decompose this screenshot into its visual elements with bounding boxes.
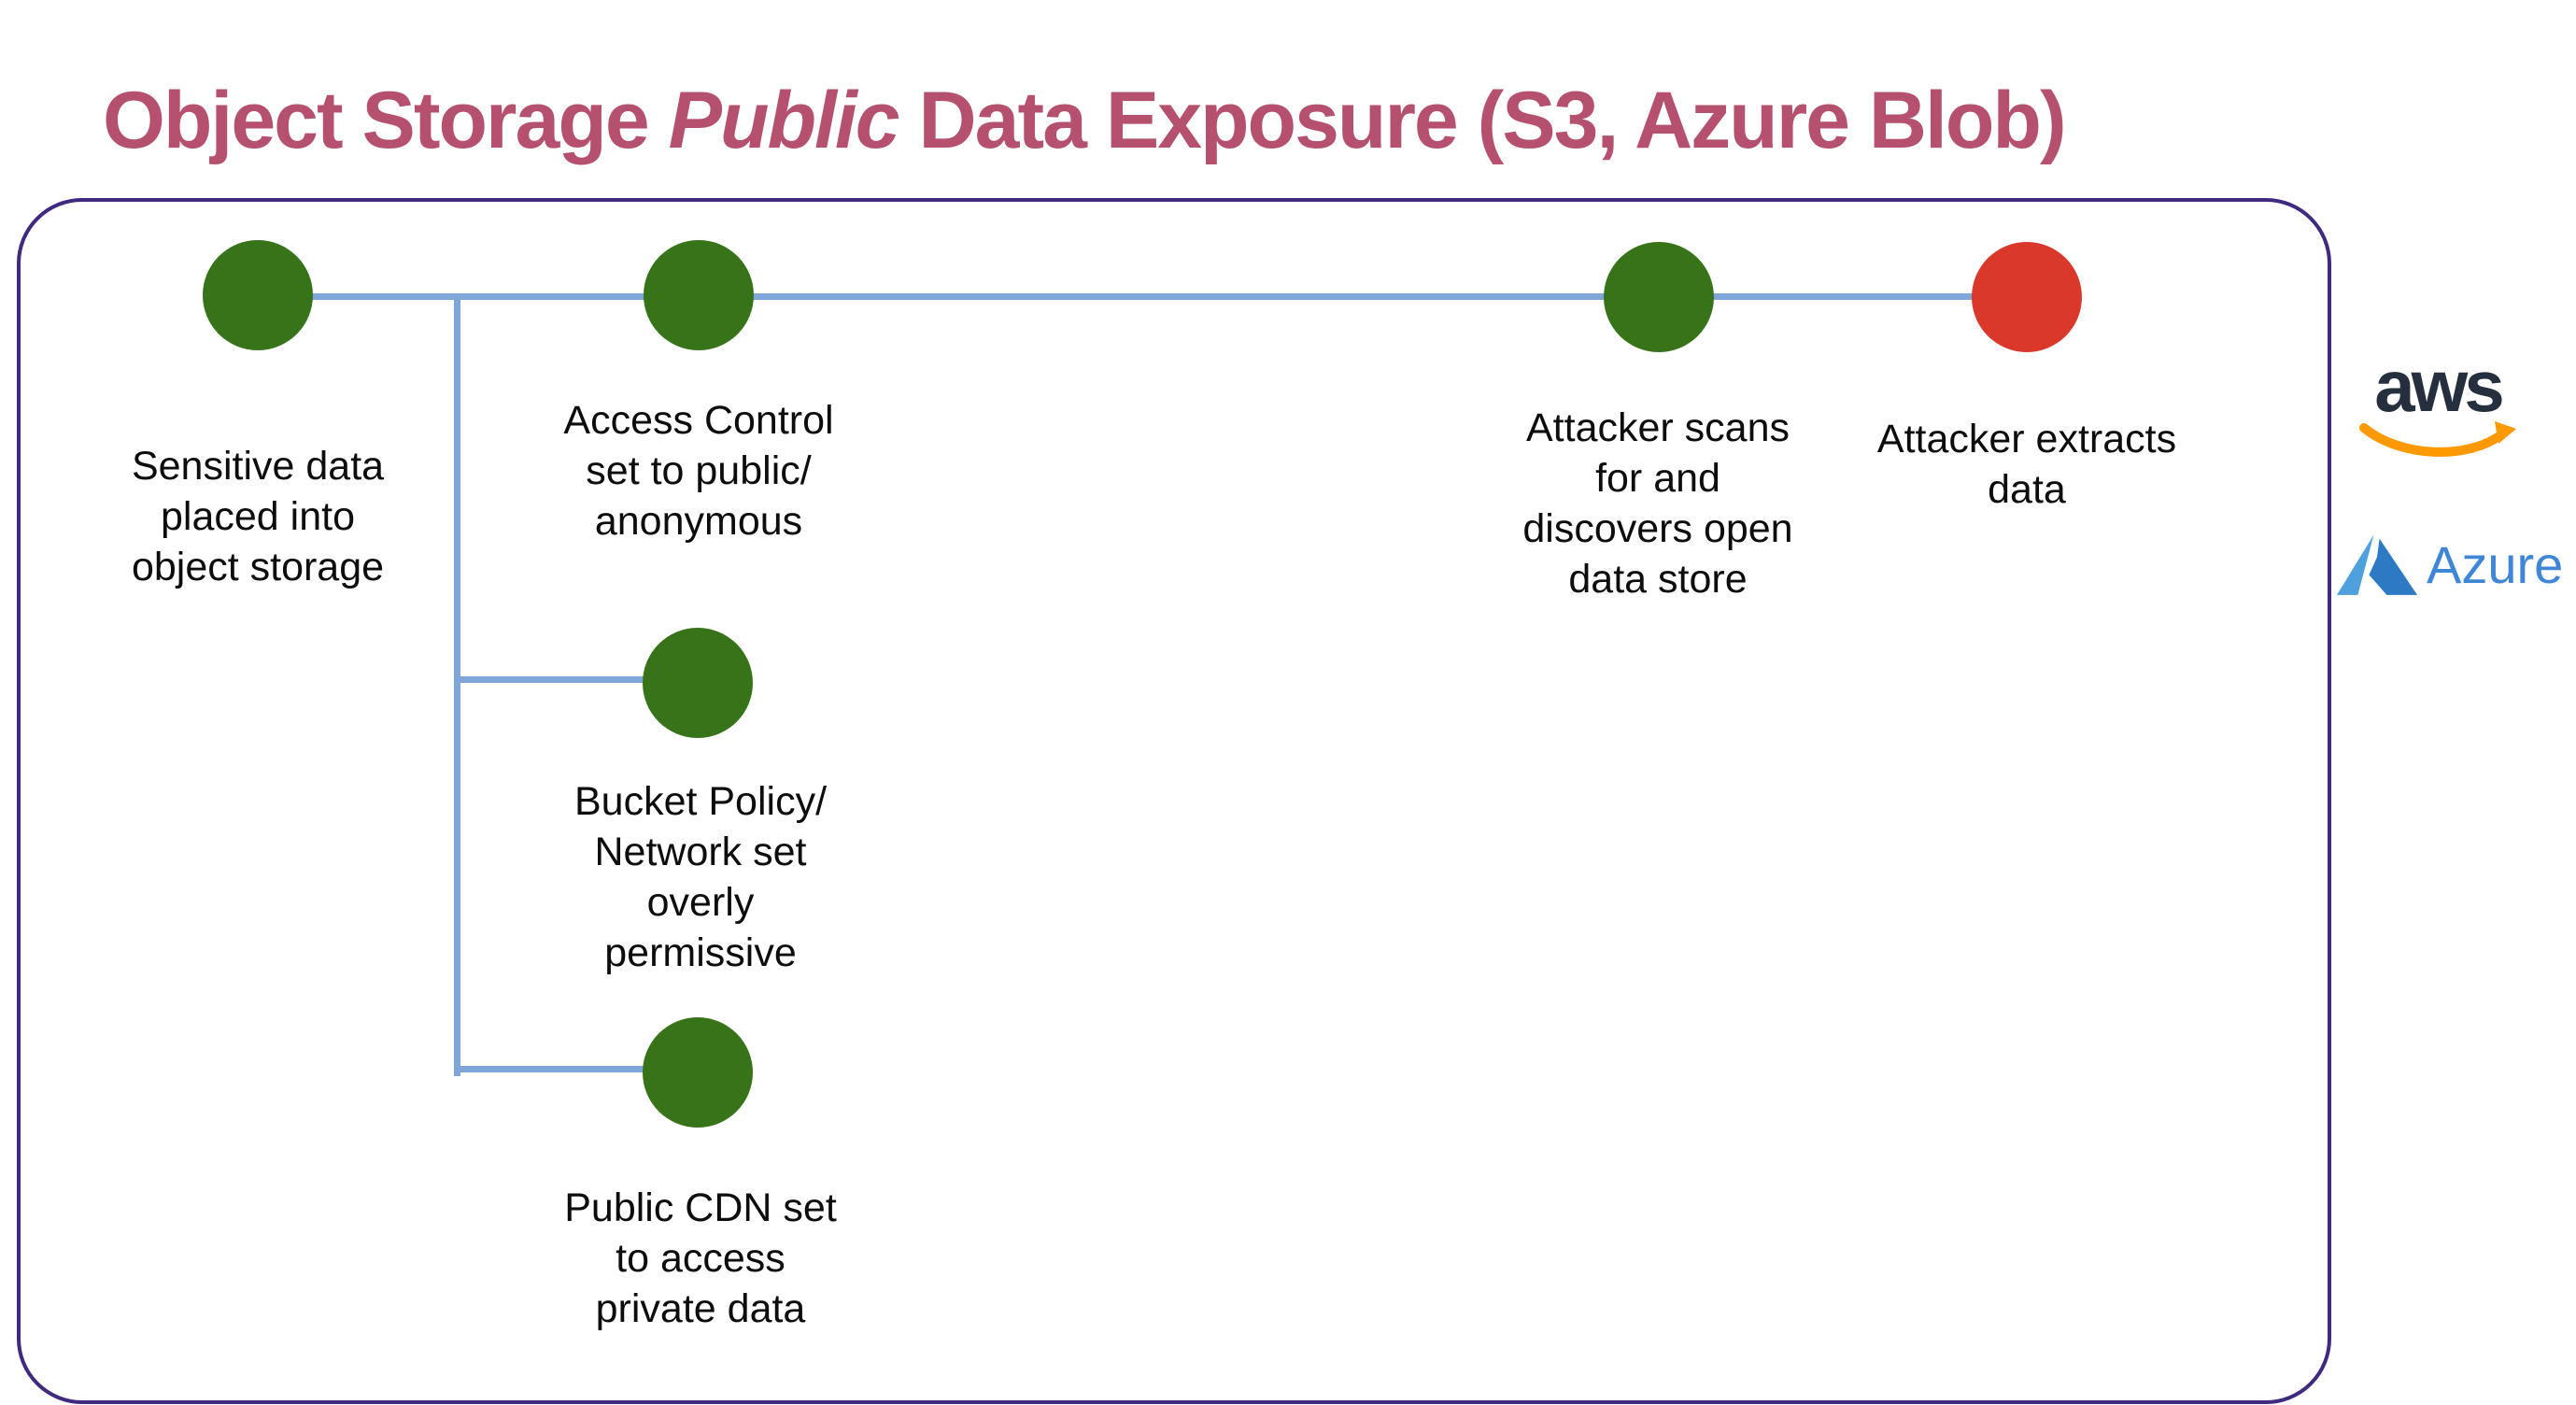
step-label-access-control: Access Control set to public/ anonymous	[502, 395, 895, 546]
aws-logo: aws	[2354, 345, 2522, 465]
label-line: set to public/	[586, 448, 812, 493]
step-label-attacker-scans: Attacker scans for and discovers open da…	[1462, 403, 1854, 604]
label-line: discovers open	[1522, 506, 1793, 551]
label-line: overly	[646, 880, 755, 925]
label-line: data	[1988, 467, 2066, 512]
label-line: Sensitive data	[131, 444, 385, 489]
attack-path-container	[17, 198, 2331, 1404]
label-line: Attacker extracts	[1876, 417, 2177, 461]
label-line: Access Control	[563, 398, 834, 443]
aws-logo-text: aws	[2374, 345, 2504, 427]
page-title: Object Storage Public Data Exposure (S3,…	[103, 75, 2438, 167]
label-line: for and	[1595, 456, 1720, 501]
step-label-bucket-policy: Bucket Policy/ Network set overly permis…	[504, 776, 897, 978]
page-title-suffix: Data Exposure (S3, Azure Blob)	[898, 75, 2067, 165]
step-label-public-cdn: Public CDN set to access private data	[504, 1183, 897, 1334]
label-line: data store	[1568, 557, 1748, 602]
label-line: anonymous	[594, 499, 803, 544]
azure-logo: Azure	[2337, 528, 2570, 603]
aws-smile-icon	[2359, 421, 2516, 457]
label-line: Public CDN set	[564, 1185, 837, 1230]
label-line: Attacker scans	[1526, 405, 1790, 450]
label-line: object storage	[131, 545, 385, 589]
step-circle-public-cdn	[643, 1017, 753, 1128]
connector-branch-vertical	[454, 293, 460, 1076]
azure-triangle-icon	[2337, 534, 2417, 595]
page-title-italic-word: Public	[668, 75, 900, 165]
label-line: placed into	[161, 494, 355, 539]
label-line: permissive	[604, 930, 797, 975]
label-line: Network set	[594, 830, 807, 874]
azure-logo-text: Azure	[2427, 535, 2564, 594]
step-circle-attacker-scans	[1604, 242, 1714, 352]
label-line: to access	[616, 1236, 786, 1281]
connector-branch-public-cdn	[454, 1066, 698, 1072]
page-title-prefix: Object Storage	[103, 75, 669, 165]
step-circle-sensitive-data	[203, 240, 313, 350]
step-circle-attacker-extracts	[1972, 242, 2082, 352]
step-circle-bucket-policy	[643, 628, 753, 738]
step-label-sensitive-data: Sensitive data placed into object storag…	[62, 441, 454, 592]
step-circle-access-control	[644, 240, 754, 350]
connector-main-horizontal	[258, 293, 2027, 300]
step-label-attacker-extracts: Attacker extracts data	[1831, 414, 2223, 515]
label-line: private data	[595, 1286, 806, 1331]
label-line: Bucket Policy/	[573, 779, 828, 824]
connector-branch-bucket-policy	[454, 676, 698, 683]
